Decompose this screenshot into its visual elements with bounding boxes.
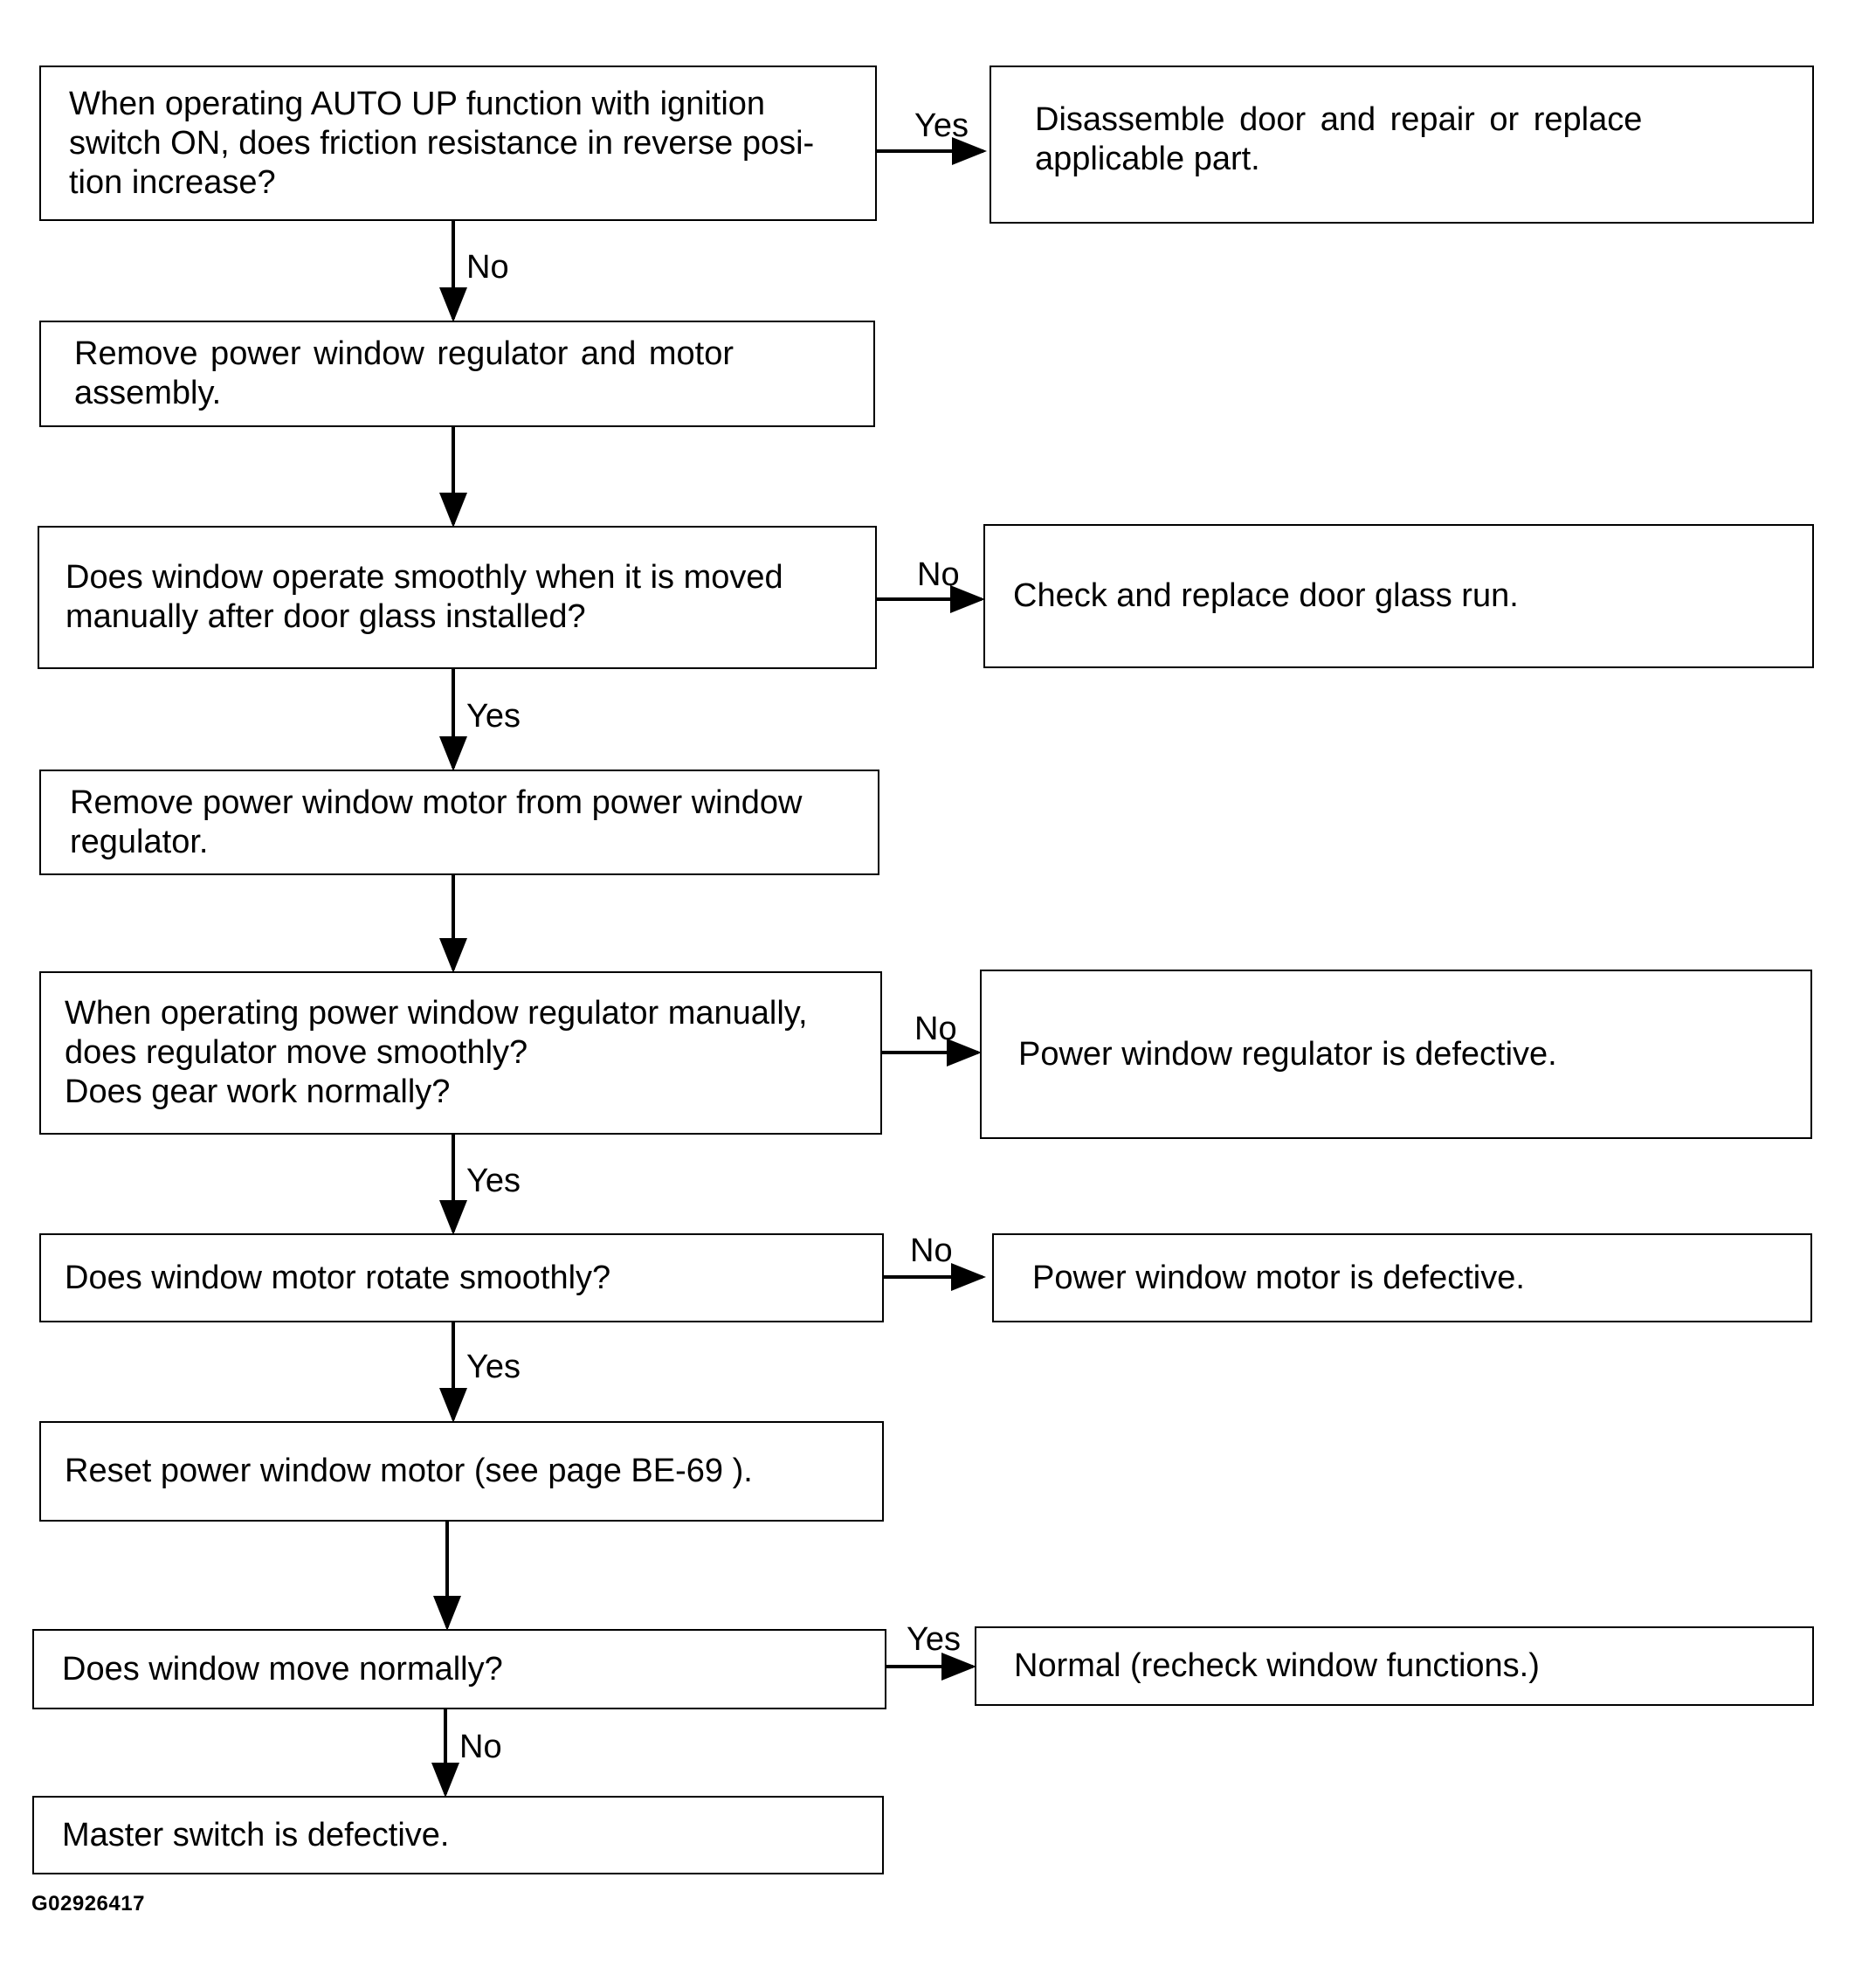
step-remove-regulator-and-motor: Remove power window regulator and motor …	[39, 321, 875, 427]
step-question-window-smooth-manual: Does window operate smoothly when it is …	[38, 526, 877, 669]
text-line: Disassemble door and repair or replace	[1035, 101, 1643, 138]
branch-label-no: No	[459, 1729, 502, 1765]
text-line: Check and replace door glass run.	[1013, 577, 1519, 614]
text-line: manually after door glass installed?	[66, 598, 586, 635]
result-check-door-glass-run: Check and replace door glass run.	[983, 524, 1814, 668]
result-disassemble-door: Disassemble door and repair or replace a…	[990, 66, 1814, 224]
branch-label-yes: Yes	[466, 1349, 521, 1385]
branch-label-no: No	[914, 1011, 957, 1047]
branch-label-no: No	[910, 1232, 953, 1269]
branch-label-yes: Yes	[466, 1163, 521, 1199]
text-line: Does window move normally?	[62, 1650, 503, 1688]
step-question-regulator-smooth: When operating power window regulator ma…	[39, 971, 882, 1135]
result-normal: Normal (recheck window functions.)	[975, 1626, 1814, 1706]
text-line: does regulator move smoothly?	[65, 1034, 528, 1071]
step-question-auto-up-friction: When operating AUTO UP function with ign…	[39, 66, 877, 221]
text-line: switch ON, does friction resistance in r…	[69, 124, 815, 162]
text-line: Does gear work normally?	[65, 1073, 451, 1110]
text-line: Power window regulator is defective.	[1018, 1035, 1557, 1073]
text-line: When operating AUTO UP function with ign…	[69, 85, 766, 122]
result-motor-defective: Power window motor is defective.	[992, 1233, 1812, 1322]
text-line: When operating power window regulator ma…	[65, 995, 808, 1032]
branch-label-yes: Yes	[907, 1621, 961, 1658]
step-reset-motor: Reset power window motor (see page BE-69…	[39, 1421, 884, 1522]
text-line: applicable part.	[1035, 141, 1260, 177]
text-line: Reset power window motor (see page BE-69…	[65, 1453, 753, 1489]
text-line: Does window operate smoothly when it is …	[66, 559, 783, 596]
branch-label-no: No	[466, 249, 509, 286]
result-regulator-defective: Power window regulator is defective.	[980, 970, 1812, 1139]
text-line: Power window motor is defective.	[1032, 1259, 1525, 1296]
text-line: Remove power window regulator and motor	[74, 335, 734, 372]
step-remove-motor-from-regulator: Remove power window motor from power win…	[39, 770, 879, 875]
text-line: Normal (recheck window functions.)	[1014, 1647, 1540, 1684]
text-line: Does window motor rotate smoothly?	[65, 1259, 611, 1296]
text-line: assembly.	[74, 375, 222, 411]
branch-label-no: No	[917, 556, 960, 593]
result-master-switch-defective: Master switch is defective.	[32, 1796, 884, 1874]
text-line: Remove power window motor from power win…	[70, 783, 803, 821]
text-line: tion increase?	[69, 163, 276, 201]
step-question-motor-rotate: Does window motor rotate smoothly?	[39, 1233, 884, 1322]
figure-id: G02926417	[31, 1892, 145, 1916]
text-line: regulator.	[70, 823, 209, 860]
branch-label-yes: Yes	[466, 698, 521, 735]
branch-label-yes: Yes	[914, 107, 969, 144]
text-line: Master switch is defective.	[62, 1816, 450, 1853]
step-question-window-normal: Does window move normally?	[32, 1629, 886, 1709]
